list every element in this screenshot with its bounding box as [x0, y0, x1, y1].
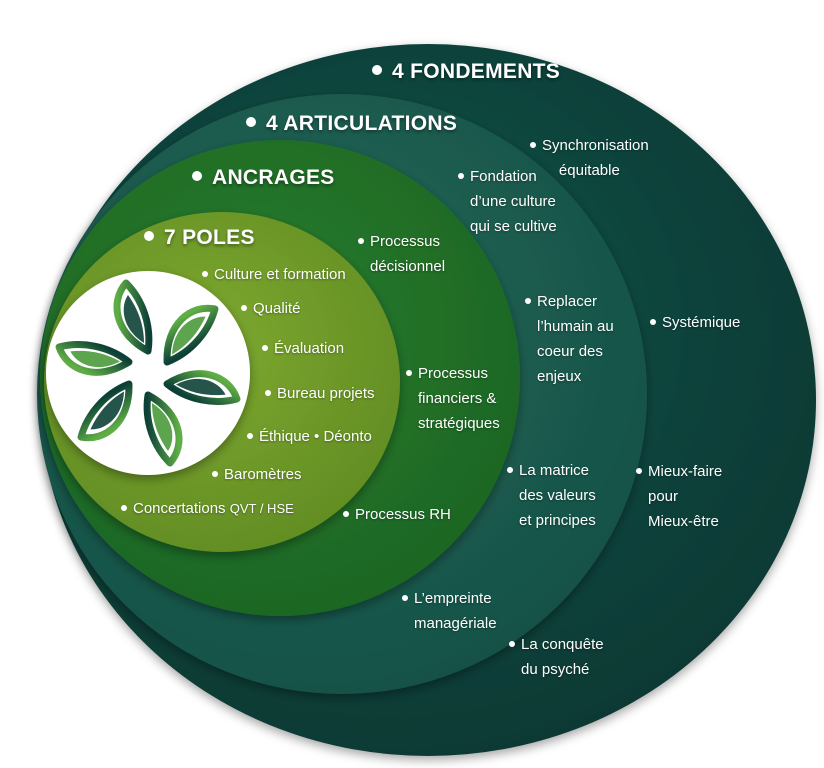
poles-item: Concertations QVT / HSE — [121, 496, 294, 521]
bullet-icon — [343, 511, 349, 518]
bullet-icon — [121, 505, 127, 512]
poles-item: Éthique • Déonto — [247, 424, 372, 449]
fondements-title: 4 FONDEMENTS — [372, 60, 560, 84]
bullet-icon — [358, 238, 364, 245]
bullet-icon — [192, 171, 202, 182]
bullet-icon — [402, 595, 408, 602]
bullet-icon — [144, 231, 154, 242]
poles-item: Évaluation — [262, 336, 344, 361]
poles-item: Bureau projets — [265, 381, 375, 406]
ancrages-title: ANCRAGES — [192, 166, 335, 190]
ancrages-item: Processus financiers & stratégiques — [406, 361, 500, 436]
bullet-icon — [525, 298, 531, 305]
fondements-item: Systémique — [650, 310, 740, 335]
bullet-icon — [509, 641, 515, 648]
bullet-icon — [262, 345, 268, 352]
bullet-icon — [265, 390, 271, 397]
ancrages-item: Processus décisionnel — [358, 229, 445, 279]
bullet-icon — [212, 471, 218, 478]
leaf-rosette-logo-icon — [55, 279, 241, 467]
articulations-item: Fondation d’une culture qui se cultive — [458, 164, 557, 239]
bullet-icon — [507, 467, 513, 474]
bullet-icon — [650, 319, 656, 326]
fondements-item: Synchronisation équitable — [530, 133, 649, 183]
articulations-item: L’empreinte managériale — [402, 586, 497, 636]
bullet-icon — [247, 433, 253, 440]
articulations-item: La conquête du psyché — [509, 632, 604, 682]
bullet-icon — [202, 271, 208, 278]
articulations-title: 4 ARTICULATIONS — [246, 112, 457, 136]
poles-item: Culture et formation — [202, 262, 346, 287]
articulations-item: La matrice des valeurs et principes — [507, 458, 596, 533]
ancrages-item: Processus RH — [343, 502, 451, 527]
fondements-item: Mieux-faire pour Mieux-être — [636, 459, 722, 534]
bullet-icon — [406, 370, 412, 377]
poles-item: Qualité — [241, 296, 301, 321]
bullet-icon — [636, 468, 642, 475]
poles-item: Baromètres — [212, 462, 302, 487]
logo-background — [46, 271, 250, 475]
bullet-icon — [246, 117, 256, 128]
bullet-icon — [530, 142, 536, 149]
poles-title: 7 POLES — [144, 226, 255, 250]
articulations-item: Replacer l’humain au coeur des enjeux — [525, 289, 614, 389]
bullet-icon — [458, 173, 464, 180]
bullet-icon — [372, 65, 382, 76]
bullet-icon — [241, 305, 247, 312]
